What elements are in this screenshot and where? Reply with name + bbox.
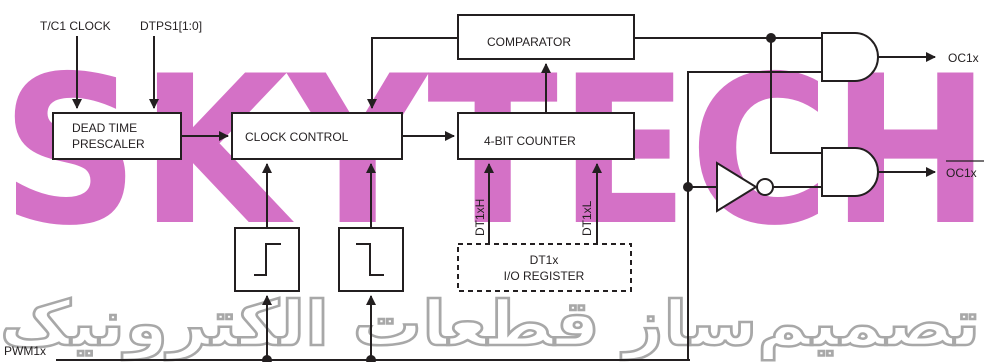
- pwm-input-label: PWM1x: [4, 344, 46, 358]
- comparator-to-lower-gate-line: [770, 38, 822, 154]
- oc-inverted-output-label: OC1x: [946, 166, 977, 180]
- clock-control-label: CLOCK CONTROL: [245, 130, 349, 144]
- and-gate-lower: [821, 147, 879, 197]
- clock-input-label: T/C1 CLOCK: [40, 19, 111, 33]
- counter-block: [457, 112, 635, 160]
- and-gate-upper: [821, 32, 879, 82]
- register-label-line1: DT1x: [530, 253, 559, 267]
- junction-dot: [262, 355, 272, 362]
- counter-label: 4-BIT COUNTER: [484, 134, 576, 148]
- oc-output-label: OC1x: [948, 51, 979, 65]
- clock-control-block: [231, 112, 403, 160]
- dead-time-prescaler-block: [52, 112, 182, 160]
- dt-low-label: DT1xL: [580, 200, 594, 236]
- junction-dot: [683, 182, 693, 192]
- comparator-label: COMPARATOR: [487, 35, 571, 49]
- dt-high-label: DT1xH: [473, 199, 487, 236]
- io-register-block: [457, 243, 632, 292]
- dtps-input-label: DTPS1[1:0]: [140, 19, 202, 33]
- junction-dot: [766, 33, 776, 43]
- watermark-arabic: تصمیم‌ساز قطعات الکترونیک: [0, 287, 980, 360]
- register-label-line2: I/O REGISTER: [504, 269, 585, 283]
- inverter-bubble: [756, 178, 774, 196]
- rising-edge-detector-icon: [254, 243, 281, 276]
- inverter-triangle: [716, 161, 758, 213]
- junction-dot: [366, 355, 376, 362]
- pwm-to-gates-line: [687, 71, 822, 360]
- prescaler-label-line1: DEAD TIME: [72, 121, 137, 135]
- falling-edge-detector-icon: [356, 243, 384, 276]
- prescaler-label-line2: PRESCALER: [72, 137, 145, 151]
- comparator-to-clock-control-arrow: [367, 37, 458, 109]
